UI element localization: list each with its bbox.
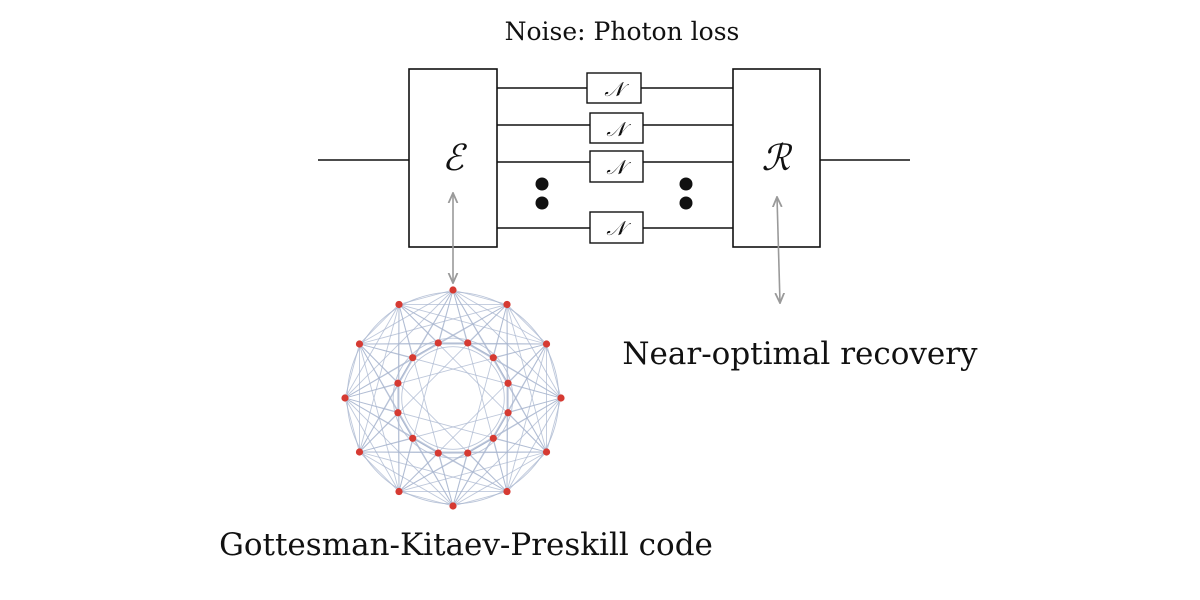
- graph-edge: [507, 343, 547, 384]
- graph-edge: [452, 451, 547, 507]
- graph-edge: [506, 383, 509, 492]
- noise-title: Noise: Photon loss: [505, 17, 740, 46]
- graph-node: [489, 434, 497, 442]
- graph-edge: [492, 304, 508, 358]
- graph-node: [542, 340, 551, 348]
- graph-edge: [359, 343, 414, 439]
- graph-edge: [344, 382, 399, 399]
- graph-ring: [346, 291, 560, 505]
- graph-node: [409, 434, 417, 442]
- gkp-code-graph: [341, 286, 565, 510]
- noise-box-2: [589, 112, 644, 144]
- graph-node: [449, 286, 457, 294]
- graph-edge: [467, 304, 508, 344]
- graph-edge: [398, 452, 439, 492]
- graph-node: [542, 448, 551, 456]
- graph-edge: [359, 437, 413, 453]
- graph-edge: [398, 304, 494, 359]
- graph-node: [503, 300, 511, 309]
- graph-node: [394, 409, 402, 417]
- graph-edge: [398, 304, 439, 344]
- graph-edge: [452, 289, 547, 345]
- recovery-symbol: ℛ: [762, 138, 793, 179]
- graph-node: [503, 487, 511, 496]
- noise-box-3: [589, 150, 644, 183]
- graph-edge: [359, 343, 399, 384]
- graph-node: [395, 487, 403, 496]
- ellipsis-dot-right-top: [679, 177, 693, 191]
- graph-node: [394, 379, 402, 387]
- recovery-label-arrow: [777, 197, 780, 303]
- graph-node: [355, 340, 364, 348]
- ellipsis-dot-left-top: [535, 177, 549, 191]
- graph-edge: [398, 438, 414, 492]
- graph-ring: [392, 337, 514, 459]
- graph-node: [341, 394, 349, 402]
- graph-node: [504, 409, 512, 417]
- graph-edge: [507, 382, 562, 399]
- noise-box-4: [589, 211, 644, 244]
- recovery-label: Near-optimal recovery: [622, 336, 978, 372]
- graph-edge: [492, 357, 547, 453]
- graph-edge: [359, 451, 468, 454]
- graph-edge: [437, 289, 454, 344]
- graph-node: [464, 449, 472, 457]
- graph-edge: [506, 304, 562, 399]
- graph-node: [395, 300, 403, 309]
- graph-node: [557, 394, 565, 402]
- graph-edge: [452, 412, 509, 507]
- graph-edge: [437, 452, 454, 507]
- graph-edge: [507, 397, 562, 414]
- graph-node: [449, 502, 457, 510]
- graph-edge: [397, 304, 400, 413]
- graph-node: [434, 449, 442, 457]
- graph-node: [504, 379, 512, 387]
- graph-edge: [493, 437, 547, 453]
- graph-edge: [344, 304, 400, 399]
- graph-edge: [467, 452, 508, 492]
- graph-edge: [452, 289, 469, 344]
- graph-edge: [493, 343, 547, 359]
- graph-edge: [398, 304, 414, 358]
- graph-edge: [506, 397, 562, 492]
- graph-edge: [359, 343, 413, 359]
- code-label: Gottesman-Kitaev-Preskill code: [219, 527, 713, 563]
- ellipsis-dot-left-bottom: [535, 196, 549, 210]
- graph-edge: [507, 412, 547, 453]
- graph-edge: [398, 437, 494, 492]
- graph-edge: [344, 397, 400, 492]
- graph-node: [409, 354, 417, 362]
- graph-node: [489, 354, 497, 362]
- graph-node: [434, 339, 442, 347]
- graph-edge: [344, 397, 439, 454]
- encoder-symbol: ℰ: [442, 138, 467, 179]
- graph-edge: [359, 342, 468, 345]
- graph-edge: [344, 397, 399, 414]
- noise-box-1: [586, 72, 642, 104]
- graph-edge: [359, 412, 399, 453]
- graph-ring: [401, 346, 505, 450]
- graph-edge: [359, 357, 414, 453]
- graph-edge: [452, 452, 469, 507]
- graph-edge: [492, 438, 508, 492]
- ellipsis-dot-right-bottom: [679, 196, 693, 210]
- graph-node: [464, 339, 472, 347]
- graph-edge: [359, 451, 454, 507]
- graph-node: [355, 448, 364, 456]
- graph-edge: [344, 342, 439, 399]
- graph-edge: [359, 289, 454, 345]
